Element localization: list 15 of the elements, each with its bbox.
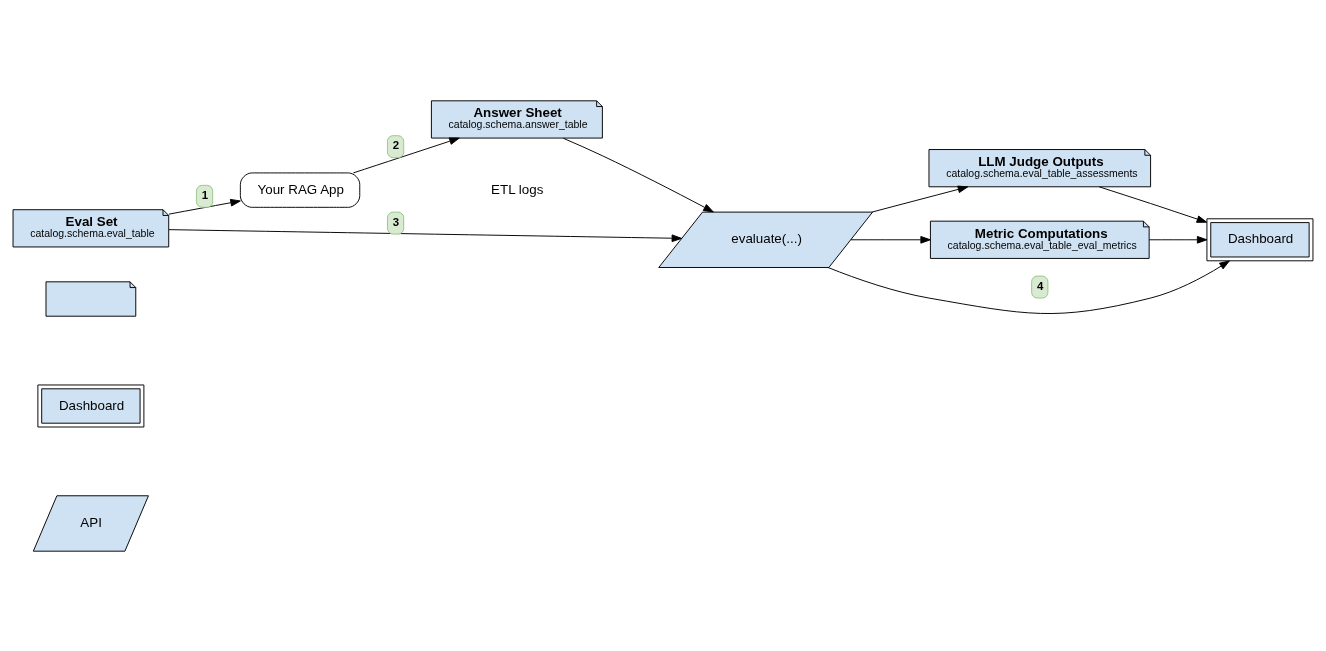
- label: ETL logs: [491, 181, 544, 197]
- arrow: [850, 235, 931, 244]
- arrow: [168, 198, 241, 215]
- edge-label: 4: [1036, 279, 1044, 292]
- arrow: [871, 185, 969, 212]
- arrow: [562, 137, 714, 212]
- edge-label: 2: [392, 138, 400, 151]
- arrow: [168, 228, 683, 242]
- edge-label: 3: [392, 215, 400, 228]
- node-box: Dashboard: [1206, 217, 1314, 261]
- edge-label: 1: [201, 188, 209, 201]
- arrow: [827, 259, 1230, 314]
- arrow: [1148, 235, 1208, 244]
- node-box: Your RAG App: [239, 171, 361, 208]
- arrow: [1098, 185, 1208, 223]
